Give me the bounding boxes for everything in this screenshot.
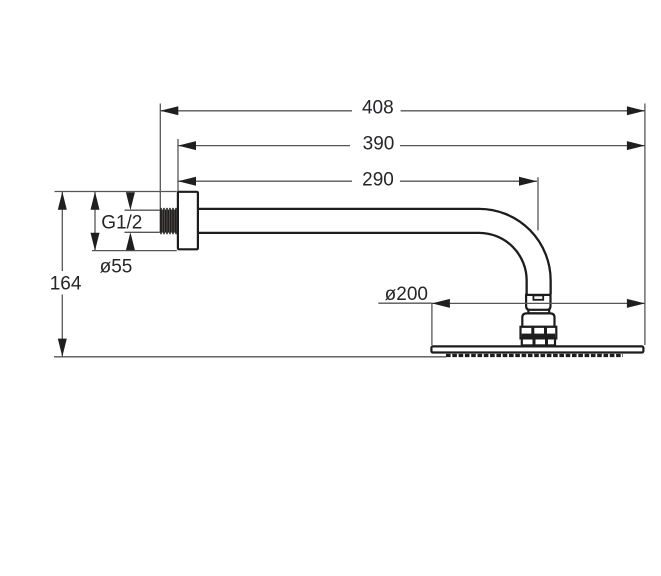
svg-text:G1/2: G1/2 [101,213,142,234]
svg-text:ø55: ø55 [100,257,133,278]
svg-text:390: 390 [363,133,395,154]
svg-text:408: 408 [362,98,394,119]
svg-text:290: 290 [362,170,394,191]
svg-text:164: 164 [50,274,82,295]
svg-text:ø200: ø200 [385,284,428,305]
